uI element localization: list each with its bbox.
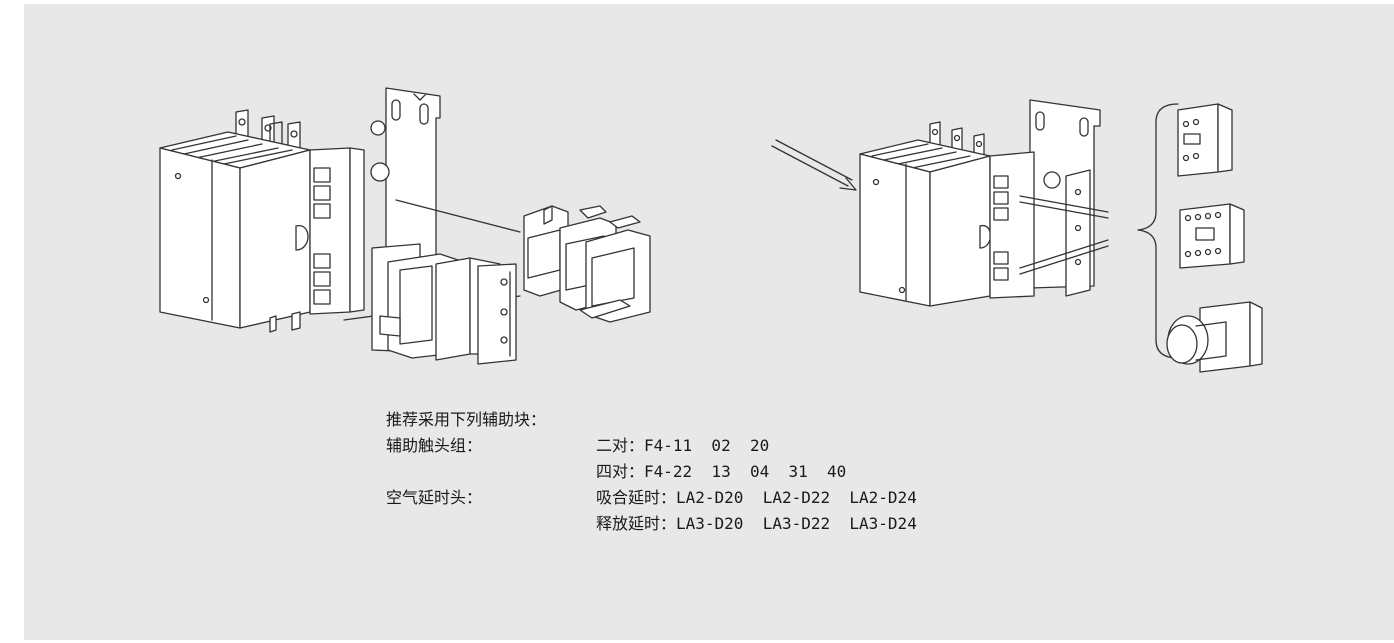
options-brace [1137,103,1179,359]
spec-heading-row: 推荐采用下列辅助块： [386,407,546,433]
spec-label: 空气延时头： [386,488,483,507]
recommended-aux-blocks: 推荐采用下列辅助块： 辅助触头组： 二对：F4-11 02 20 四对：F4-2… [386,407,917,537]
middle-body-side [929,155,992,307]
spec-row: 释放延时：LA3-D20 LA3-D22 LA3-D24 [386,511,917,537]
middle-body-front [859,153,931,307]
left-body-front [159,147,241,329]
left-contactor-assembly [159,87,651,365]
left-aux-block-3 [579,215,651,323]
left-aux-block-1 [523,205,569,297]
left-body-side [239,149,311,333]
left-adapter-plate [477,263,517,365]
middle-side-contacts [989,151,1091,299]
spec-heading: 推荐采用下列辅助块： [386,410,547,429]
option-two-pole-contact-block [1177,103,1233,177]
spec-value: 释放延时：LA3-D20 LA3-D22 LA3-D24 [596,514,917,533]
option-four-pole-contact-block [1179,203,1245,269]
left-side-contact-block [309,147,390,315]
option-pneumatic-timer [1166,301,1263,373]
spec-row: 空气延时头： 吸合延时：LA2-D20 LA2-D22 LA2-D24 [386,485,917,511]
spec-row: 四对：F4-22 13 04 31 40 [386,459,846,485]
arrow-to-front [771,139,857,191]
spec-value: 四对：F4-22 13 04 31 40 [596,462,847,481]
middle-contactor-assembly [859,99,1109,307]
middle-insert-arrows [1019,195,1109,275]
spec-value: 吸合延时：LA2-D20 LA2-D22 LA2-D24 [596,488,917,507]
spec-label: 辅助触头组： [386,436,483,455]
spec-value: 二对：F4-11 02 20 [596,436,770,455]
spec-row: 辅助触头组： 二对：F4-11 02 20 [386,433,769,459]
